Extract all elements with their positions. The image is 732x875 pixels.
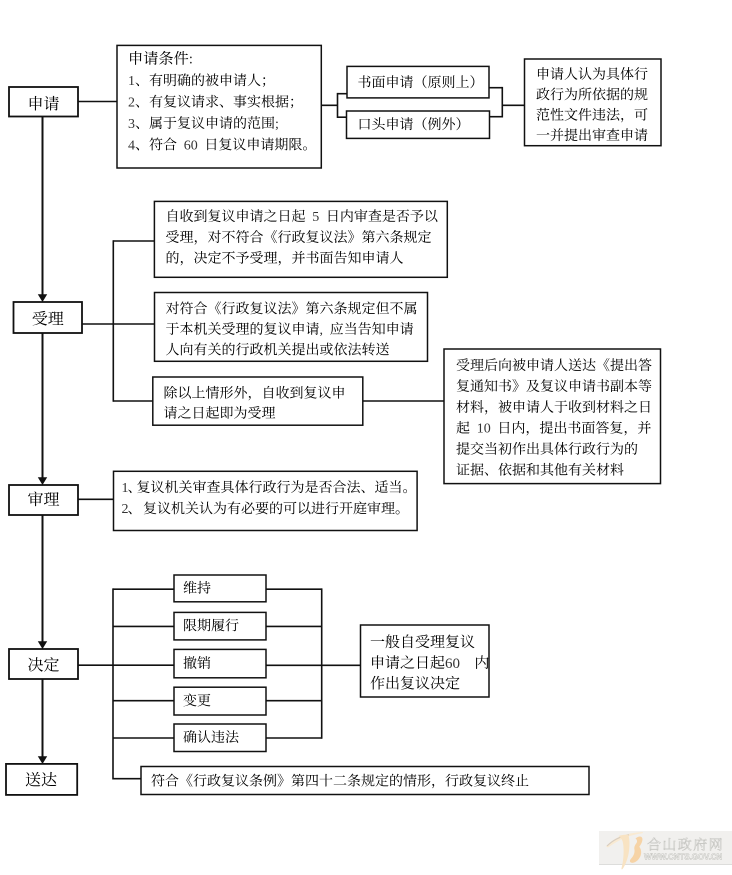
svg-text:4: 4 <box>128 138 135 153</box>
svg-text:1: 1 <box>128 74 135 89</box>
svg-text:2: 2 <box>122 502 129 517</box>
svg-text:,: , <box>320 323 324 338</box>
svg-text:2: 2 <box>128 96 135 111</box>
svg-text:3: 3 <box>128 117 135 132</box>
svg-text:WWW.CNTS.GOV.CN: WWW.CNTS.GOV.CN <box>644 853 722 862</box>
svg-text:10: 10 <box>477 422 491 437</box>
svg-text:60: 60 <box>445 656 460 672</box>
svg-text:;: ; <box>275 117 279 132</box>
svg-text:5: 5 <box>312 210 319 225</box>
svg-text::: : <box>189 51 193 68</box>
svg-text:60: 60 <box>184 138 198 153</box>
svg-text:1: 1 <box>122 481 129 496</box>
